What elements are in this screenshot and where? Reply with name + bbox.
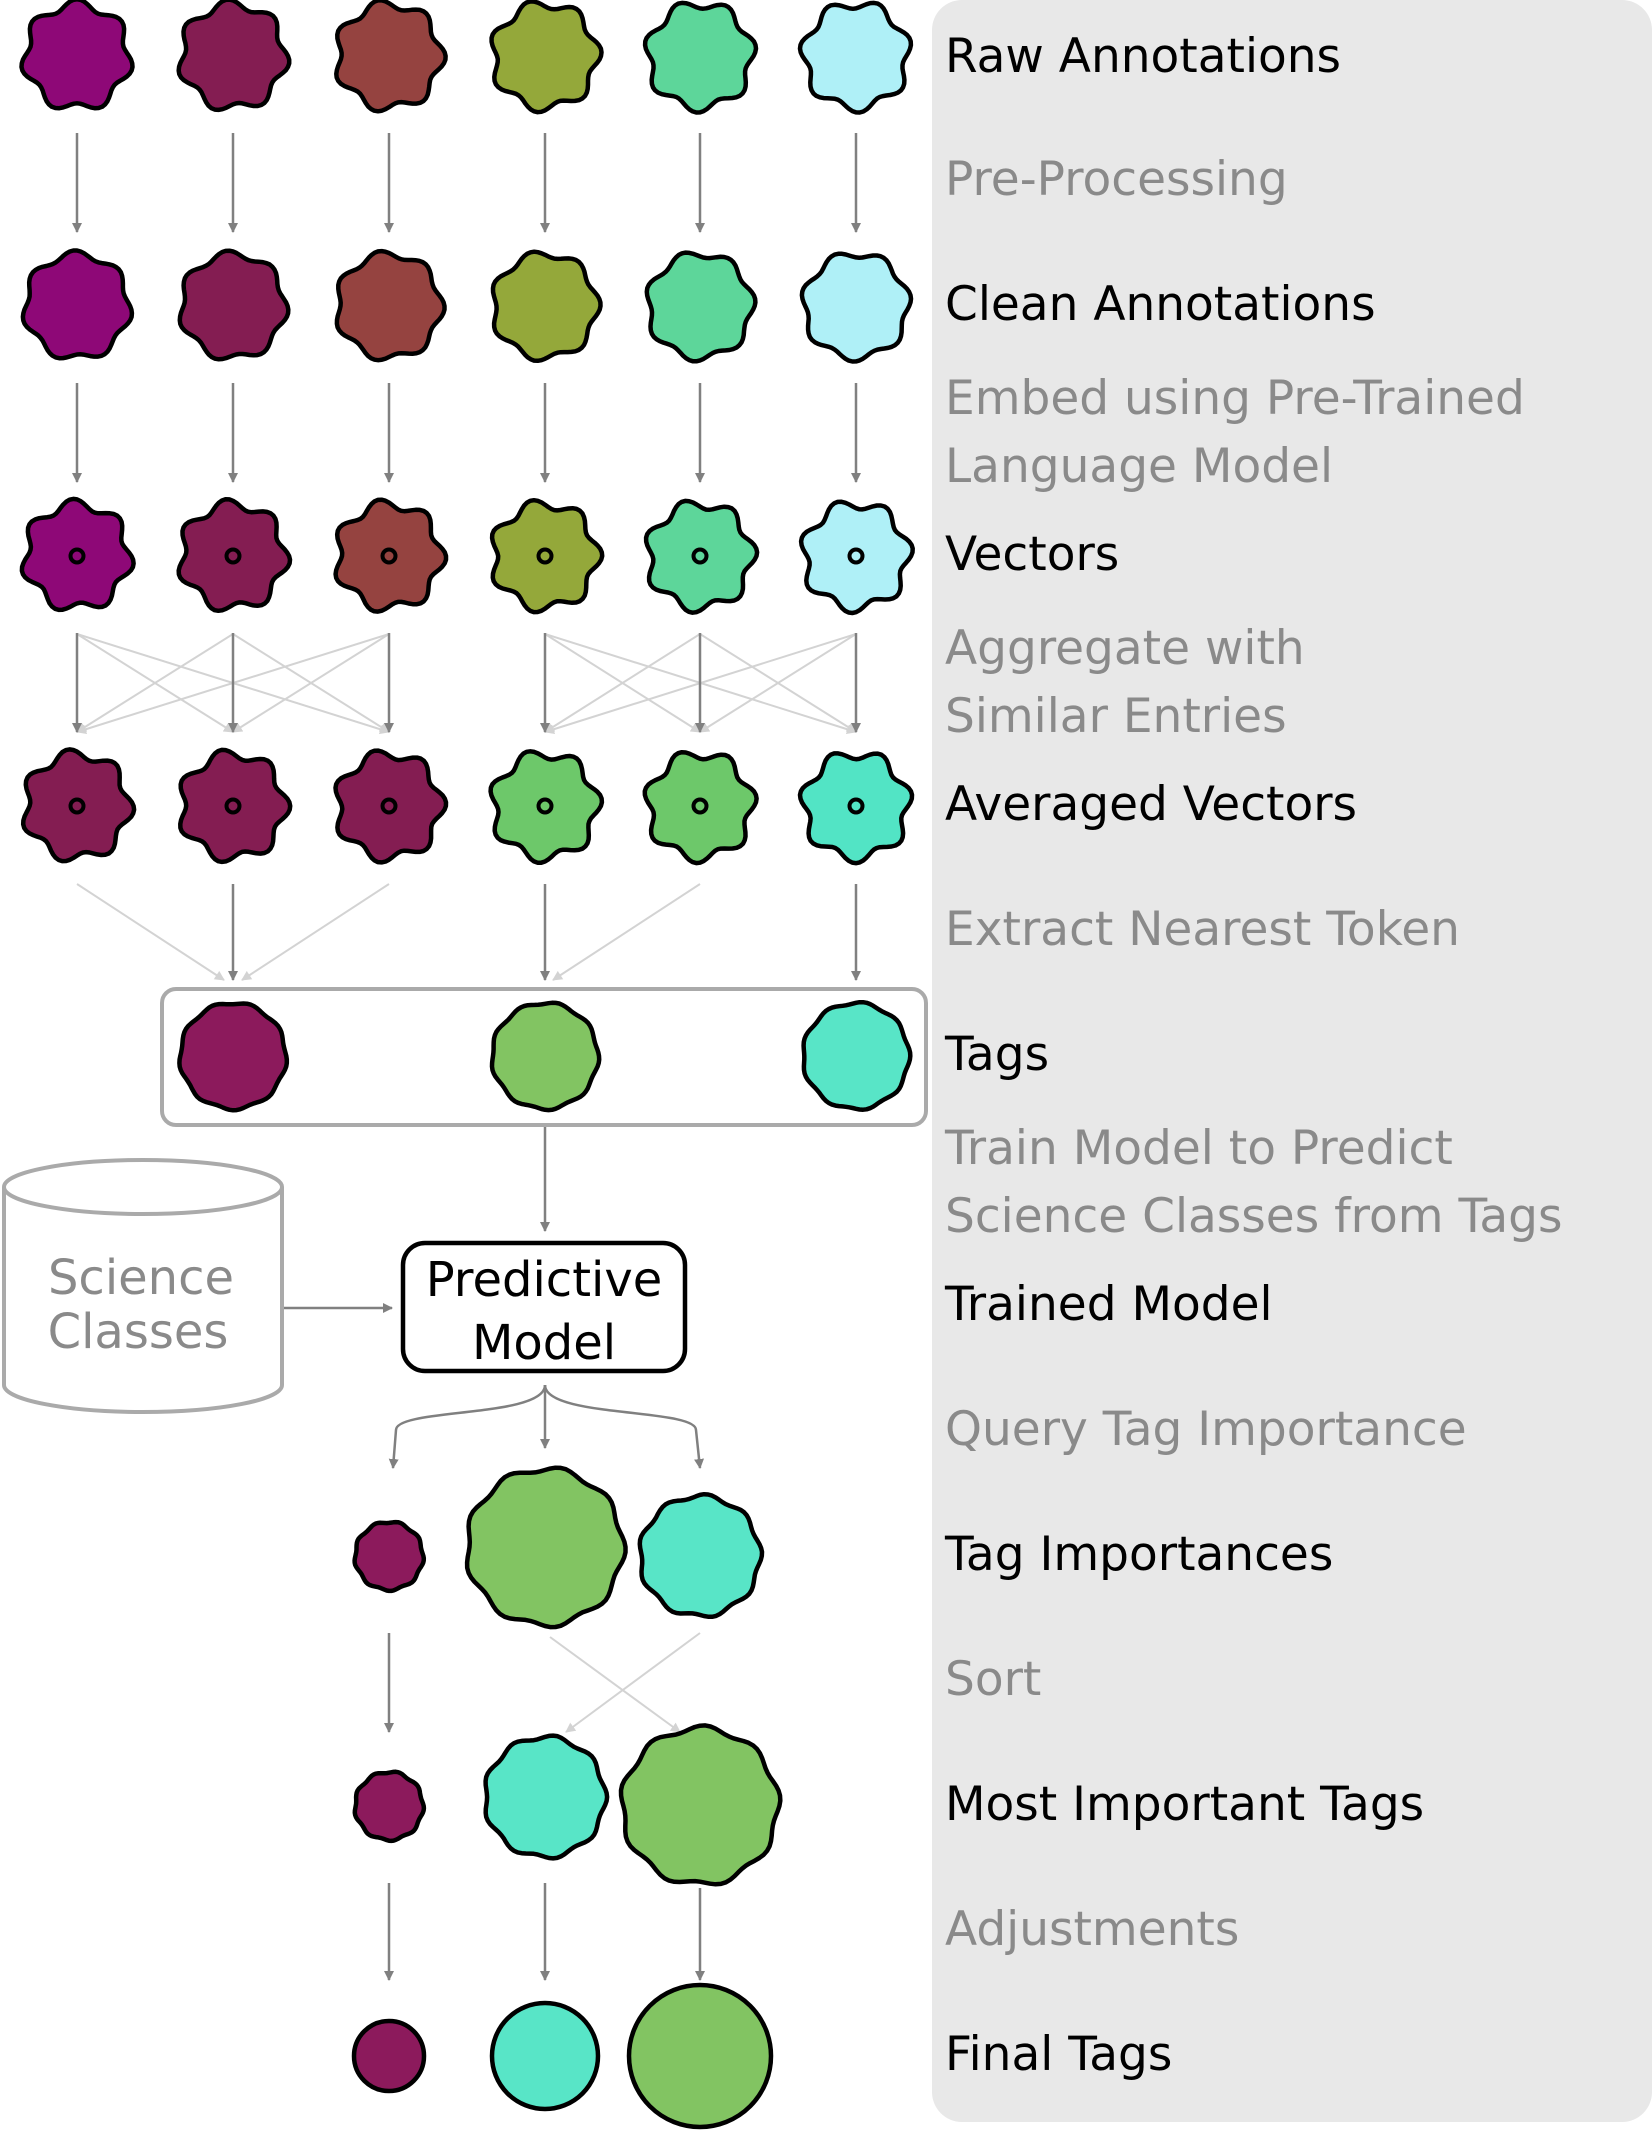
- query-arrow-left: [388, 1384, 547, 1469]
- clean-annotation-shape-1: [20, 248, 135, 361]
- extract-arrow-3: [241, 883, 390, 981]
- tag-shape-teal: [801, 999, 913, 1112]
- stage-label-averaged-vectors: Averaged Vectors: [945, 777, 1357, 832]
- stage-label-most-important-tags: Most Important Tags: [945, 1777, 1424, 1832]
- final-tag-purple: [351, 2018, 427, 2094]
- averaged-vector-shape-2-vector-dot: [224, 797, 242, 815]
- averaged-vector-shape-3: [333, 748, 449, 865]
- label-panel: [932, 0, 1652, 2122]
- vector-shape-3: [333, 497, 449, 614]
- vector-shape-4: [489, 497, 605, 615]
- final-tag-green: [626, 1982, 774, 2130]
- averaged-vector-shape-1: [20, 747, 137, 864]
- extract-arrow-5: [552, 883, 701, 981]
- vector-shape-2: [176, 497, 293, 614]
- clean-annotation-shape-4: [490, 249, 603, 364]
- raw-annotation-shape-1: [19, 0, 135, 111]
- sort-arrow-green: [549, 1636, 681, 1733]
- step-label-train-line-2: Science Classes from Tags: [945, 1189, 1563, 1244]
- tag-shape-green: [489, 1000, 602, 1113]
- step-label-pre-processing: Pre-Processing: [945, 152, 1288, 207]
- model-label-line-1: Predictive: [426, 1252, 663, 1308]
- step-label-query-tag-importance: Query Tag Importance: [945, 1402, 1467, 1457]
- vector-shape-2-vector-dot: [224, 547, 242, 565]
- step-label-sort: Sort: [945, 1652, 1041, 1707]
- stage-label-tags: Tags: [944, 1027, 1049, 1082]
- predictive-model-node: Predictive Model: [400, 1240, 688, 1374]
- raw-annotation-shape-5: [642, 0, 759, 115]
- stage-label-final-tags: Final Tags: [945, 2027, 1172, 2082]
- vector-shape-5-vector-dot: [691, 547, 709, 565]
- clean-annotation-shape-5: [644, 250, 758, 364]
- stage-label-trained-model: Trained Model: [944, 1277, 1273, 1332]
- light-arrows-layer: [76, 633, 857, 1733]
- averaged-vector-shape-5-vector-dot: [691, 797, 709, 815]
- step-label-embed-line-2: Language Model: [945, 439, 1333, 494]
- sorted-shape-green: [618, 1723, 783, 1887]
- vector-shape-6-vector-dot: [847, 547, 865, 565]
- importance-shape-teal: [637, 1491, 765, 1620]
- averaged-vector-shape-4: [488, 749, 605, 865]
- averaged-vector-shape-3-vector-dot: [380, 797, 398, 815]
- vector-shape-4-vector-dot: [536, 547, 554, 565]
- raw-annotation-shape-6: [797, 0, 914, 115]
- tags-frame: [160, 987, 928, 1127]
- importance-shape-purple: [352, 1519, 427, 1594]
- averaged-vector-shape-2: [178, 747, 293, 865]
- vector-shape-3-vector-dot: [380, 547, 398, 565]
- aggregate-arrow-2-1: [76, 633, 234, 733]
- database-label-line-1: Science: [48, 1250, 234, 1306]
- stage-label-tag-importances: Tag Importances: [944, 1527, 1333, 1582]
- dark-arrows-layer: [72, 133, 861, 1981]
- averaged-vector-shape-1-vector-dot: [68, 797, 86, 815]
- step-label-embed-line-1: Embed using Pre-Trained: [945, 371, 1525, 426]
- step-label-adjustments: Adjustments: [945, 1902, 1239, 1957]
- clean-annotation-shape-3: [334, 248, 447, 363]
- raw-annotation-shape-4: [489, 0, 604, 115]
- extract-arrow-1: [76, 883, 225, 981]
- step-label-extract-nearest-token: Extract Nearest Token: [945, 902, 1460, 957]
- step-label-train-line-1: Train Model to Predict: [944, 1121, 1453, 1176]
- vector-shape-1-vector-dot: [68, 547, 86, 565]
- vector-shape-1: [19, 496, 136, 613]
- aggregate-arrow-3-2: [232, 633, 390, 733]
- sort-arrow-teal: [565, 1632, 701, 1733]
- stage-labels: Raw Annotations Clean Annotations Vector…: [944, 29, 1424, 2082]
- step-labels: Pre-Processing Embed using Pre-Trained L…: [944, 152, 1563, 1957]
- clean-annotation-shape-2: [177, 248, 291, 362]
- averaged-vector-shape-4-vector-dot: [536, 797, 554, 815]
- stage-label-clean-annotations: Clean Annotations: [945, 277, 1376, 332]
- clean-annotation-shape-6: [799, 251, 914, 364]
- averaged-vector-shape-5: [642, 749, 759, 866]
- step-label-aggregate-line-1: Aggregate with: [945, 621, 1305, 676]
- aggregate-arrow-5-4: [544, 633, 701, 733]
- step-label-aggregate-line-2: Similar Entries: [945, 689, 1287, 744]
- averaged-vector-shape-6: [797, 751, 915, 866]
- importance-shape-green: [464, 1465, 628, 1630]
- query-arrow-right: [543, 1384, 705, 1469]
- stage-label-raw-annotations: Raw Annotations: [945, 29, 1341, 84]
- raw-annotation-shape-3: [334, 0, 448, 114]
- final-tag-teal: [489, 2000, 601, 2112]
- model-label-line-2: Model: [472, 1315, 616, 1371]
- stage-label-vectors: Vectors: [945, 527, 1119, 582]
- aggregate-arrow-6-5: [699, 633, 857, 733]
- sorted-shape-teal: [483, 1733, 610, 1861]
- averaged-vector-shape-6-vector-dot: [847, 797, 865, 815]
- shapes-layer: [19, 0, 915, 2130]
- tag-shape-purple: [177, 1001, 290, 1113]
- vector-shape-6: [798, 499, 915, 616]
- sorted-shape-purple: [352, 1769, 427, 1844]
- vector-shape-5: [643, 498, 760, 615]
- raw-annotation-shape-2: [176, 0, 292, 113]
- science-classes-database: Science Classes: [1, 1158, 284, 1414]
- database-label-line-2: Classes: [48, 1304, 229, 1360]
